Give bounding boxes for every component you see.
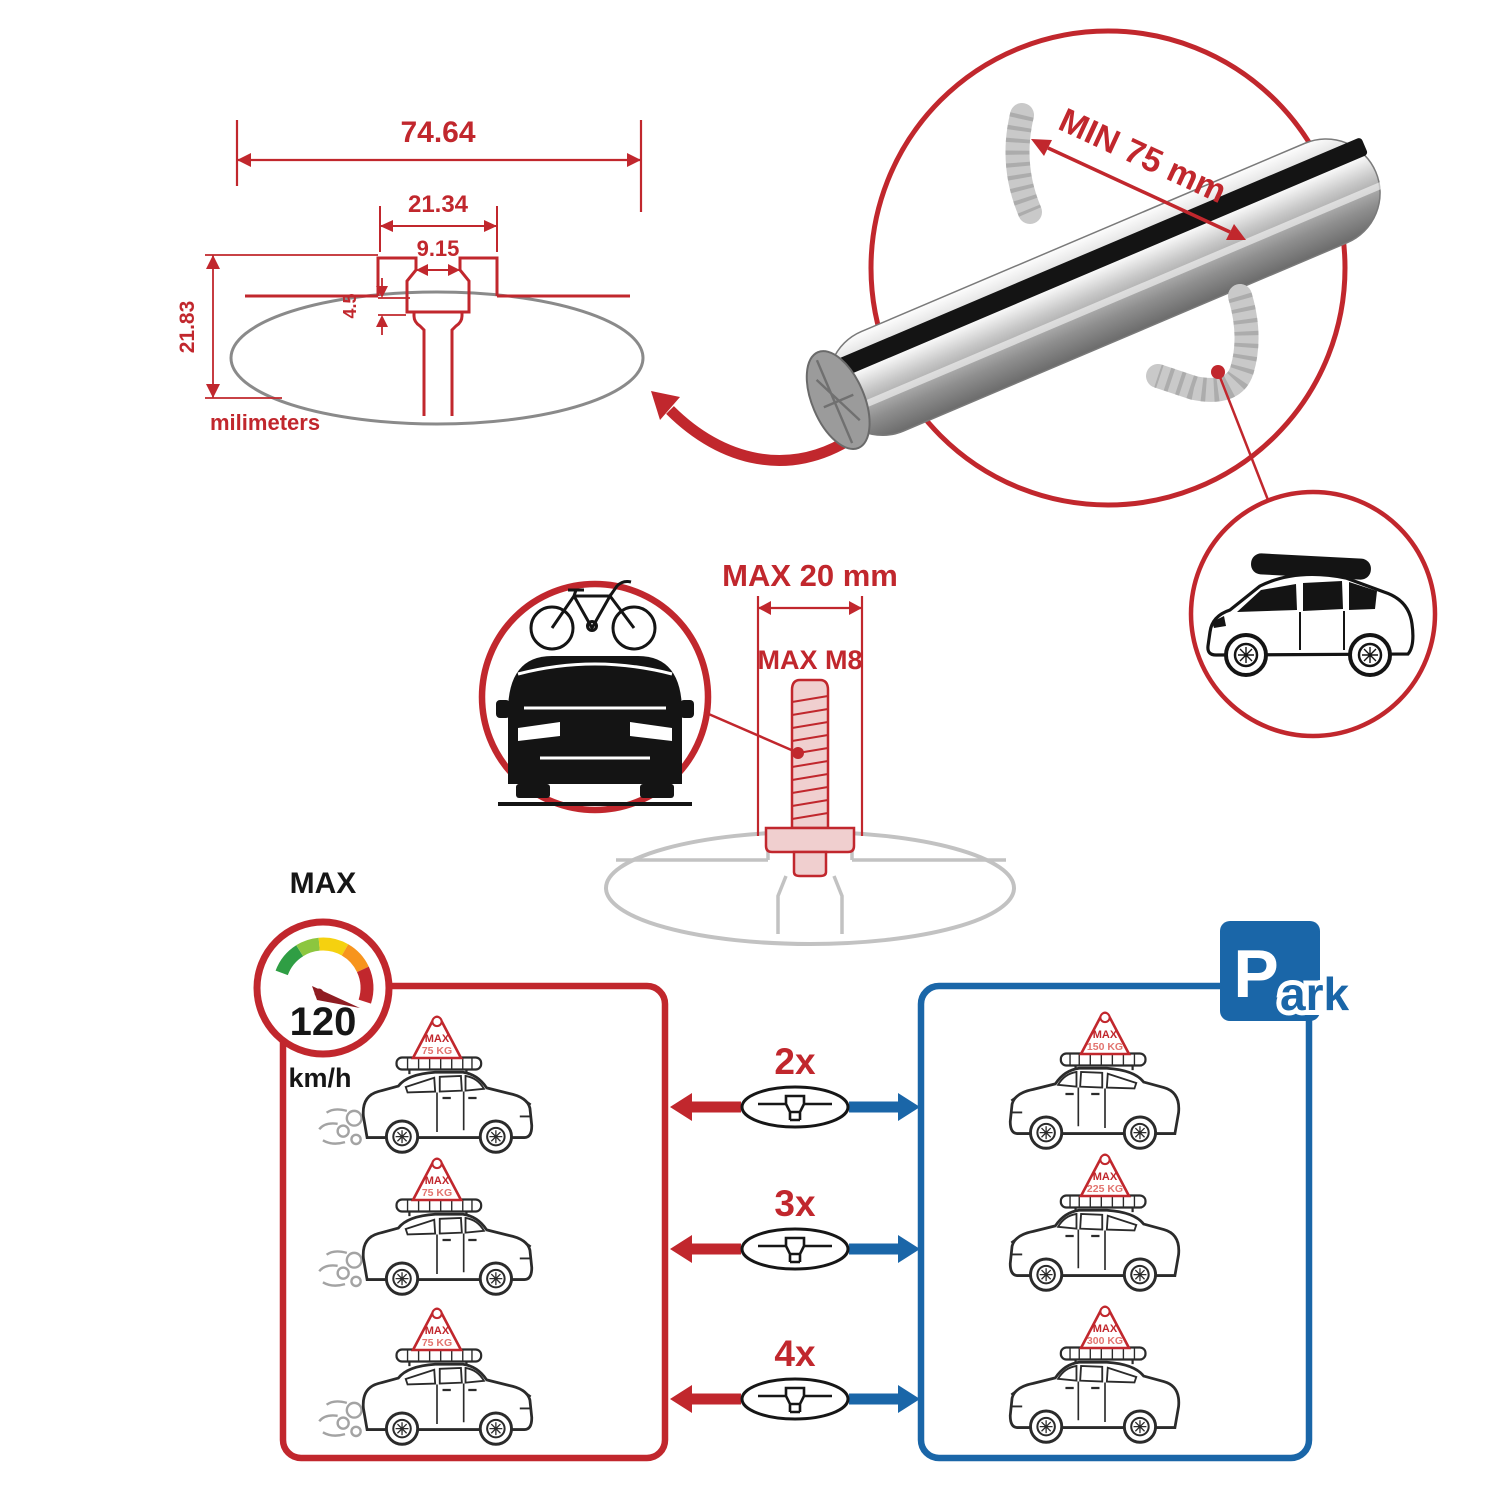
roof-load-sign: MAX 75 KG [411,1015,463,1060]
sign-max-label: MAX [425,1033,450,1045]
sign-max-label: MAX [425,1325,450,1337]
sign-load-label: 300 KG [1087,1335,1123,1347]
max-bolt-width-label: MAX 20 mm [722,558,898,593]
dim-channel-width: 21.34 [408,191,469,218]
speed-max-label: MAX [290,867,357,900]
bicycle-icon [529,580,657,651]
roof-load-sign: MAX 225 KG [1079,1153,1131,1198]
bar-count-row-4x: 4x [670,1333,920,1421]
multiplier-label: 4x [774,1333,816,1374]
speedometer-icon: MAX 120 km/h [253,867,393,1093]
crossbar-cross-section-drawing: 74.64 21.34 9.15 4.5 21.83 milimeters [176,116,645,435]
sign-load-label: 75 KG [422,1337,452,1349]
parking-letter: P [1233,936,1278,1012]
max-thread-label: MAX M8 [757,645,862,675]
car-front-bike-circle [478,580,712,814]
bar-count-row-2x: 2x [670,1041,920,1129]
multiplier-label: 2x [774,1041,816,1082]
bar-count-row-3x: 3x [670,1183,920,1271]
aluminium-crossbar [805,138,1383,450]
roof-load-sign: MAX 300 KG [1079,1305,1131,1350]
arrow-left-red [670,1385,741,1413]
t-slot-profile [245,256,630,416]
car-front-icon [496,656,694,806]
speed-value: 120 [290,1000,357,1044]
dim-total-width: 74.64 [400,116,475,149]
sign-load-label: 75 KG [422,1187,452,1199]
sign-load-label: 150 KG [1087,1041,1123,1053]
roof-load-sign: MAX 75 KG [411,1157,463,1202]
arrow-left-red [670,1235,741,1263]
arrow-right-blue [849,1235,920,1263]
dim-total-width-lines [235,120,643,212]
arrow-left-red [670,1093,741,1121]
sign-max-label: MAX [425,1175,450,1187]
mount-bolt-diagram: MAX 20 mm MAX M8 [604,558,1016,946]
parked-cars [1008,1052,1181,1444]
clamp-strap-front [1146,284,1259,402]
crossbar-cross-section-icon [740,1227,850,1271]
t-bolt [764,678,856,878]
sign-load-label: 225 KG [1087,1183,1123,1195]
roof-load-sign: MAX 150 KG [1079,1011,1131,1056]
leader-dot [792,747,804,759]
gauge-needle [312,986,360,1008]
clamp-strap-back [1005,103,1042,224]
sign-max-label: MAX [1093,1323,1118,1335]
speed-unit: km/h [288,1063,351,1093]
parking-suffix: ark [1280,968,1349,1020]
crossbar-cross-section-icon [740,1085,850,1129]
sign-load-label: 75 KG [422,1045,452,1057]
crossbar-clamp-detail-circle: MIN 75 mm [805,28,1383,508]
bar-profile-ellipse [229,290,645,426]
pointer-arrow-to-drawing [651,391,855,466]
roof-load-sign: MAX 75 KG [411,1307,463,1352]
sign-max-label: MAX [1093,1171,1118,1183]
arrow-right-blue [849,1093,920,1121]
arrow-right-blue [849,1385,920,1413]
parking-sign-icon: P ark [1220,921,1354,1025]
sign-max-label: MAX [1093,1029,1118,1041]
crossbar-cross-section-icon [740,1377,850,1421]
roof-box [1251,553,1371,580]
dim-lip-depth: 4.5 [340,293,360,318]
multiplier-label: 3x [774,1183,816,1224]
dim-total-height: 21.83 [176,301,199,354]
suv-roofbox-circle [1188,489,1438,739]
dim-slot-width: 9.15 [417,236,460,261]
units-label: milimeters [210,410,320,435]
